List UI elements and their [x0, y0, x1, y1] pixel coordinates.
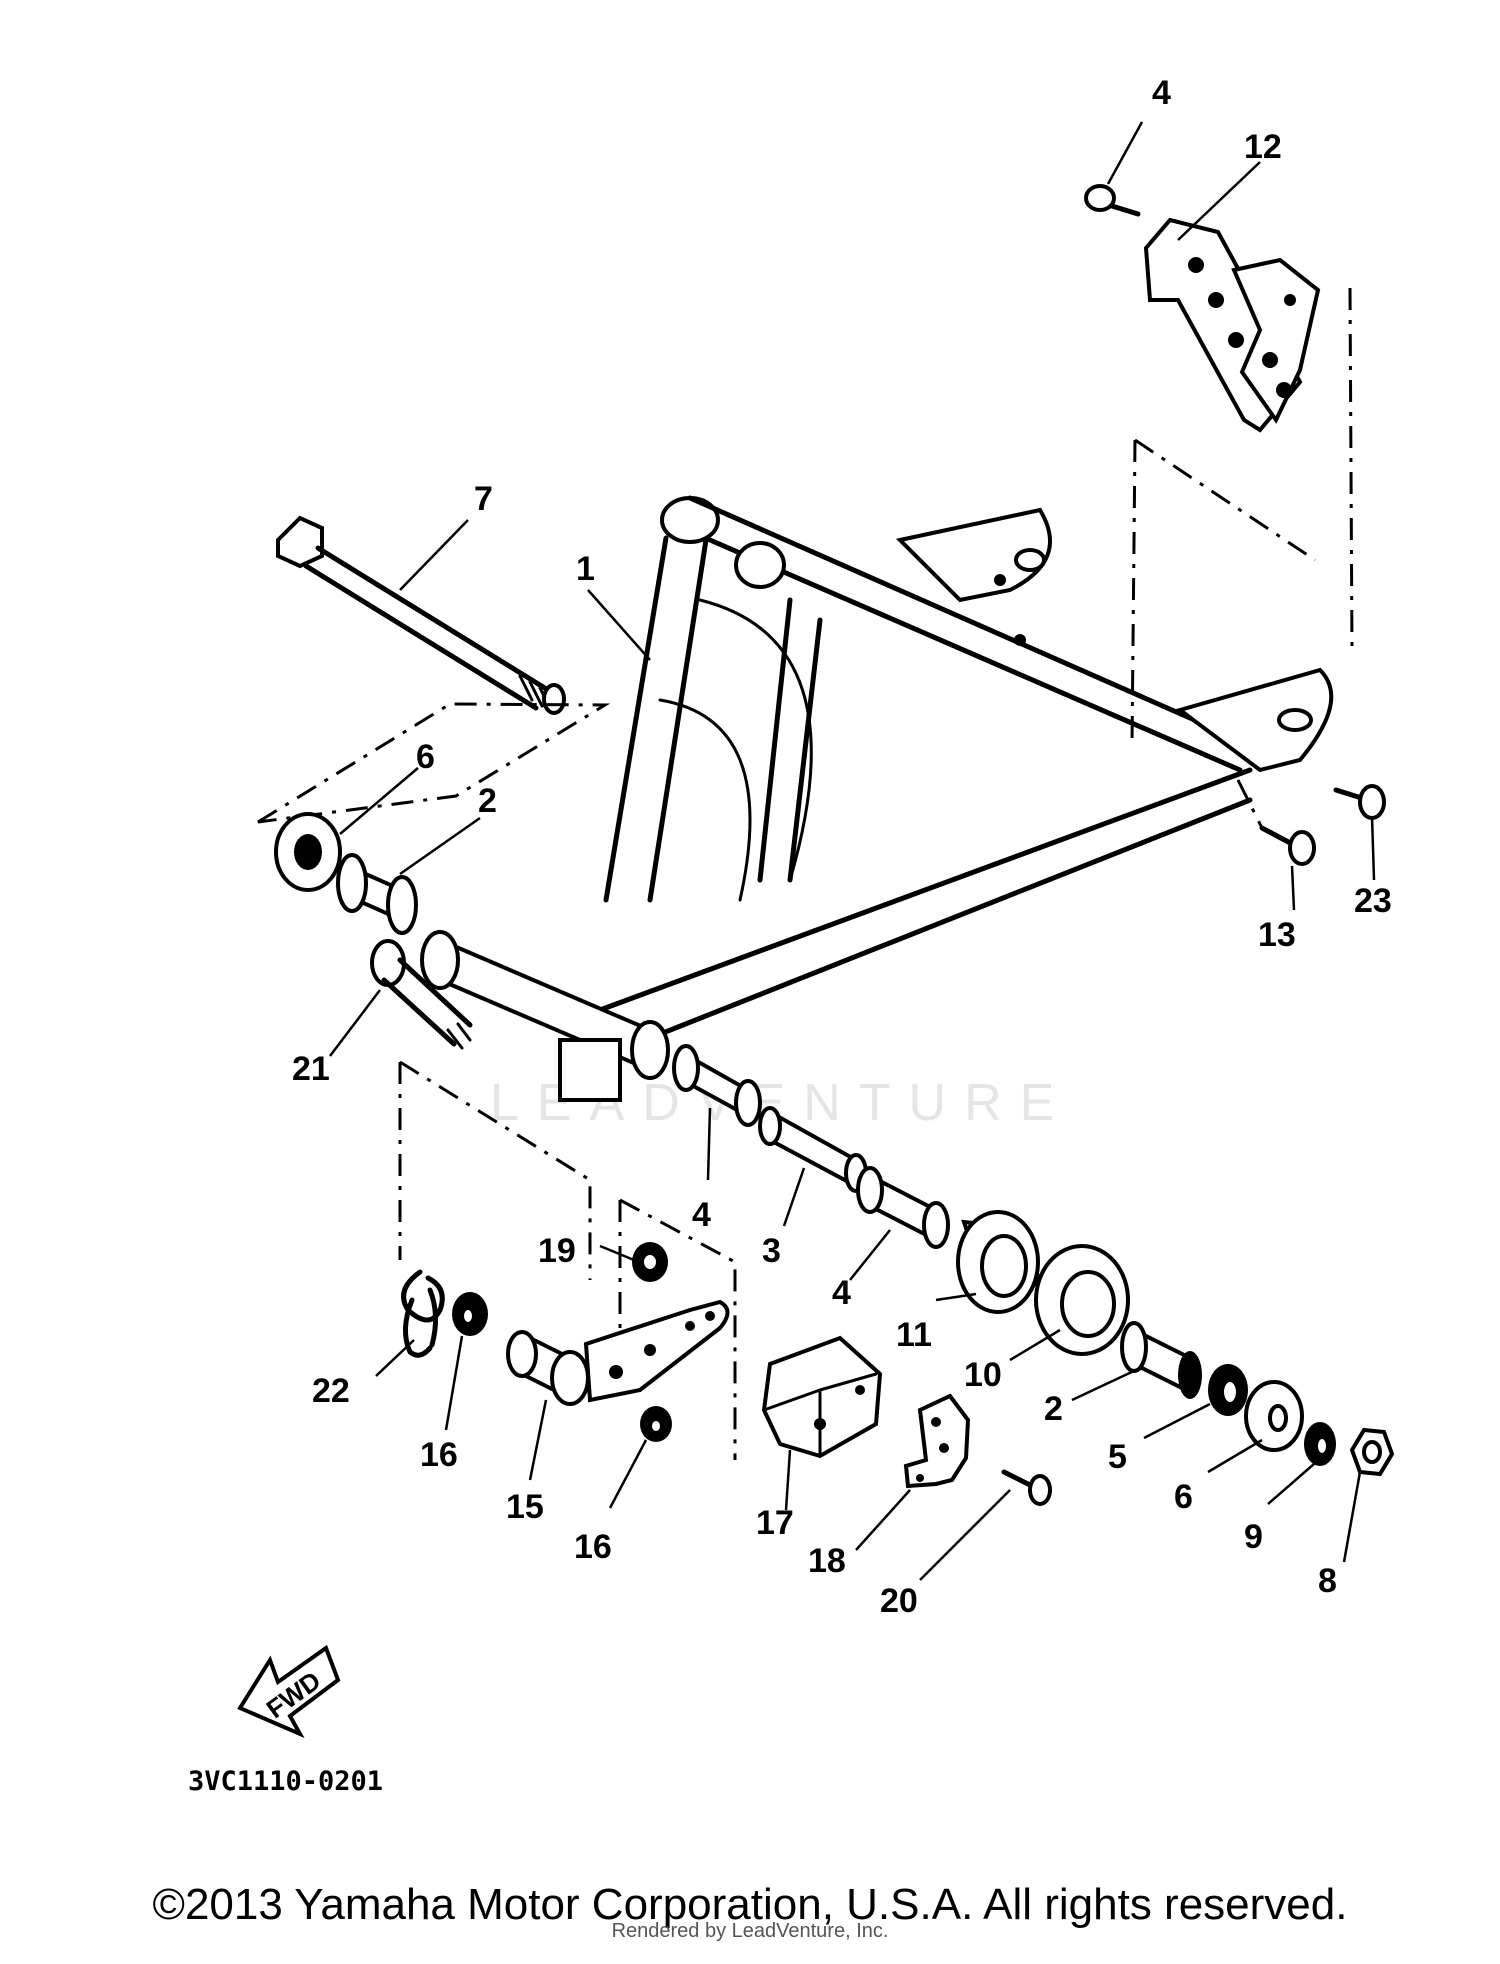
- callout-13: 13: [1258, 916, 1296, 954]
- part-22-spring[interactable]: [401, 1269, 445, 1358]
- callout-20: 20: [880, 1582, 918, 1620]
- part-8-nut[interactable]: [1349, 1427, 1395, 1477]
- drawing-code: 3VC1110-0201: [188, 1766, 383, 1797]
- part-4-bushing[interactable]: [672, 1044, 762, 1127]
- part-19-roller[interactable]: [632, 1242, 668, 1282]
- forward-direction-arrow: FWD: [237, 1644, 341, 1739]
- part-1-swingarm[interactable]: [420, 495, 1334, 1102]
- callout-4-lower: 4: [832, 1274, 851, 1312]
- rendered-by-notice: Rendered by LeadVenture, Inc.: [611, 1920, 889, 1942]
- callout-numbers: 1 2 2 3 4 4 4 5 6 6 7 8 9 10 11 12 13 15…: [292, 74, 1392, 1620]
- part-15-tensioner-arm[interactable]: [506, 1299, 730, 1406]
- part-6-oil-seal-left[interactable]: [274, 812, 342, 892]
- part-5-washer[interactable]: [1208, 1364, 1248, 1416]
- callout-18: 18: [808, 1542, 846, 1580]
- callout-4-middle: 4: [692, 1196, 711, 1234]
- part-6-oil-seal-right[interactable]: [1244, 1380, 1304, 1452]
- part-3-collar[interactable]: [758, 1106, 868, 1193]
- part-11-thrust-cover[interactable]: [956, 1210, 1043, 1314]
- callout-5: 5: [1108, 1438, 1127, 1476]
- callout-22: 22: [312, 1372, 350, 1410]
- part-23-bolt[interactable]: [1333, 784, 1386, 820]
- callout-11: 11: [896, 1316, 932, 1354]
- bolt-13-guide-line: [1236, 779, 1264, 829]
- part-7-pivot-bolt[interactable]: [276, 515, 566, 715]
- part-16-bushing-lower[interactable]: [640, 1406, 672, 1442]
- part-10-seal[interactable]: [1034, 1244, 1130, 1356]
- callout-2-left: 2: [478, 782, 497, 820]
- callout-21: 21: [292, 1050, 330, 1088]
- part-13-bolt[interactable]: [1259, 825, 1316, 866]
- part-2-bushing-right[interactable]: [1120, 1321, 1202, 1399]
- callout-16-lower: 16: [574, 1528, 612, 1566]
- part-17-chain-slider[interactable]: [761, 1335, 883, 1459]
- part-4-bolt-top[interactable]: [1084, 184, 1141, 217]
- callout-7: 7: [474, 480, 493, 518]
- bracket-guide-line-2: [1130, 438, 1316, 746]
- callout-19: 19: [538, 1232, 576, 1270]
- part-9-washer[interactable]: [1304, 1422, 1336, 1466]
- swingarm-exploded-diagram: LEADVENTURE: [188, 74, 1395, 1797]
- callout-12: 12: [1244, 128, 1282, 166]
- part-12-chain-guide-bracket[interactable]: [1143, 217, 1321, 433]
- callout-17: 17: [756, 1504, 794, 1542]
- part-16-bushing-upper[interactable]: [452, 1292, 488, 1336]
- callout-4-top: 4: [1152, 74, 1171, 112]
- part-2-bushing-left[interactable]: [336, 853, 418, 935]
- part-18-bracket[interactable]: [903, 1393, 971, 1489]
- callout-8: 8: [1318, 1562, 1337, 1600]
- callout-6-right: 6: [1174, 1478, 1193, 1516]
- callout-23: 23: [1354, 882, 1392, 920]
- callout-9: 9: [1244, 1518, 1263, 1556]
- part-4-bushing-2[interactable]: [856, 1166, 950, 1249]
- callout-2-right: 2: [1044, 1390, 1063, 1428]
- lower-guide-line: [398, 1060, 592, 1280]
- leader-lines: [329, 121, 1376, 1581]
- callout-15: 15: [506, 1488, 544, 1526]
- copyright-notice: ©2013 Yamaha Motor Corporation, U.S.A. A…: [152, 1880, 1348, 1929]
- bracket-guide-line: [1348, 287, 1354, 651]
- part-20-bolt[interactable]: [1001, 1469, 1052, 1506]
- bolt-7-guide-line: [257, 702, 611, 824]
- callout-10: 10: [964, 1356, 1002, 1394]
- callout-6-left: 6: [416, 738, 435, 776]
- part-21-bolt[interactable]: [370, 939, 473, 1050]
- callout-3: 3: [762, 1232, 781, 1270]
- callout-16-upper: 16: [420, 1436, 458, 1474]
- callout-1: 1: [576, 550, 595, 588]
